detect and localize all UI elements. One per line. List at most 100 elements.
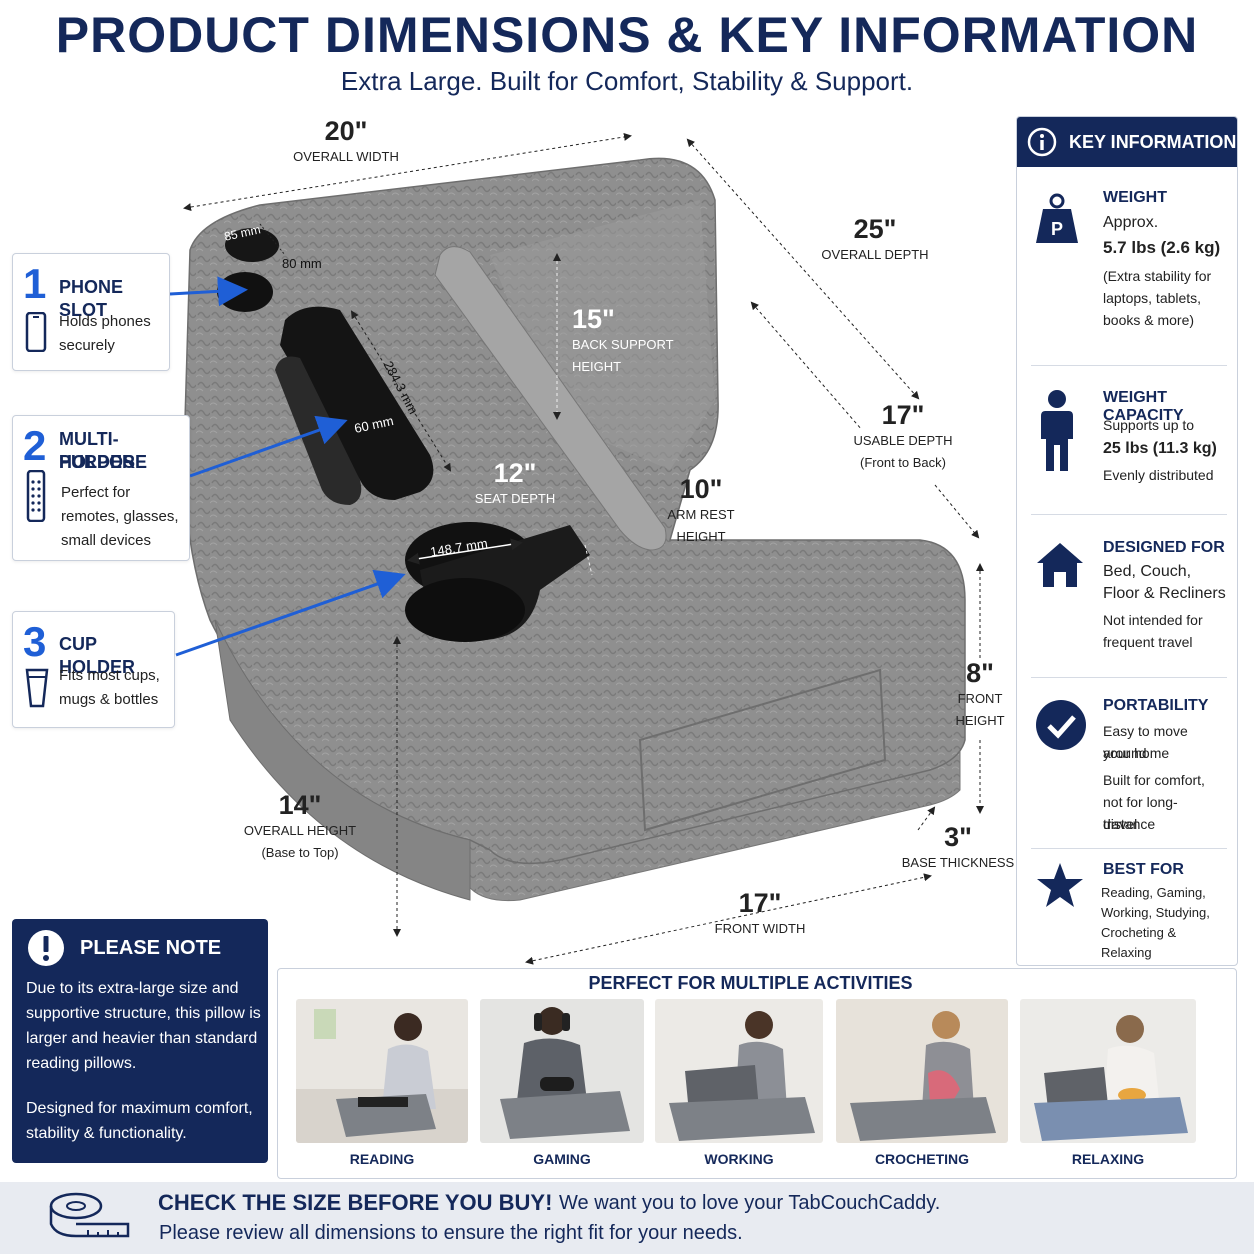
activities-title: PERFECT FOR MULTIPLE ACTIVITIES — [588, 973, 913, 993]
home-icon — [1035, 541, 1085, 594]
key-info-weight: P WEIGHT Approx. 5.7 lbs (2.6 kg) (Extra… — [1027, 187, 1227, 357]
dim-value: 25" — [853, 214, 897, 244]
dim-label: USABLE DEPTH — [853, 433, 953, 448]
working-photo — [655, 999, 823, 1143]
key-info-title: BEST FOR — [1103, 861, 1184, 878]
activity-label: WORKING — [704, 1151, 774, 1167]
dim-label: BASE THICKNESS — [901, 855, 1015, 870]
dim-label: FRONT — [957, 691, 1003, 706]
callout-title: HOLDER — [59, 452, 135, 472]
key-info-line: Floor & Recliners — [1103, 585, 1226, 602]
info-icon — [1027, 127, 1057, 157]
callout-desc-line: securely — [59, 337, 115, 354]
please-note-box: PLEASE NOTE Due to its extra-large size … — [12, 919, 268, 1163]
dim-label: OVERALL WIDTH — [293, 149, 399, 164]
checkmark-icon — [1035, 699, 1087, 756]
star-icon — [1035, 861, 1085, 914]
dim-label: BACK SUPPORT — [572, 337, 674, 352]
callout-desc-line: Perfect for — [61, 484, 131, 501]
dim-value: 12" — [493, 458, 537, 488]
activity-label: CROCHETING — [874, 1151, 970, 1167]
weight-icon-letter: P — [1051, 219, 1063, 239]
key-info-line: Working, Studying, — [1101, 905, 1210, 920]
dim-overall-height: 14" OVERALL HEIGHT (Base to Top) — [240, 790, 360, 864]
relaxing-photo — [1020, 999, 1196, 1143]
activity-label: READING — [349, 1151, 415, 1167]
activities-panel: PERFECT FOR MULTIPLE ACTIVITIES READING … — [277, 968, 1237, 1179]
callout-desc-line: mugs & bottles — [59, 691, 159, 708]
dim-back-support: 15" BACK SUPPORT HEIGHT — [572, 304, 682, 378]
key-info-line: Built for comfort, — [1103, 772, 1205, 788]
callout-desc-line: Fits most cups, — [59, 667, 160, 684]
key-info-line: frequent travel — [1103, 634, 1193, 650]
dim-base-thickness: 3" BASE THICKNESS — [900, 822, 1016, 874]
dim-label: SEAT DEPTH — [474, 491, 556, 506]
dim-overall-depth: 25" OVERALL DEPTH — [815, 214, 935, 266]
crocheting-photo — [836, 999, 1008, 1143]
dim-value: 10" — [679, 474, 723, 504]
dim-front-width: 17" FRONT WIDTH — [700, 888, 820, 940]
callout-phone-slot: 1 PHONE SLOT Holds phones securely — [12, 253, 170, 371]
weight-icon: P — [1035, 193, 1079, 250]
divider — [1031, 514, 1227, 515]
key-info-line: travel — [1103, 816, 1138, 832]
callout-title: CUP HOLDER — [59, 634, 135, 677]
dim-arm-rest: 10" ARM REST HEIGHT — [645, 474, 757, 548]
key-info-line: your home — [1103, 745, 1170, 761]
cup-icon — [25, 668, 49, 713]
pillow-illustration — [169, 133, 984, 965]
key-info-title: WEIGHT CAPACITY — [1103, 389, 1184, 424]
key-info-line: Bed, Couch, — [1103, 563, 1192, 580]
page-title: PRODUCT DIMENSIONS & KEY INFORMATION — [55, 7, 1199, 63]
dim-front-height: 8" FRONT HEIGHT — [945, 658, 1015, 732]
key-information-panel: KEY INFORMATION P WEIGHT Approx. 5.7 lbs… — [1016, 116, 1238, 966]
divider — [1031, 677, 1227, 678]
banner-line: We want you to love your TabCouchCaddy. — [559, 1192, 941, 1214]
key-info-line: Supports up to — [1103, 417, 1195, 433]
key-info-line: books & more) — [1103, 312, 1195, 328]
callout-number: 2 — [23, 422, 47, 469]
mm-phone-b: 80 mm — [282, 256, 322, 271]
key-info-line: laptops, tablets, — [1103, 290, 1202, 306]
bottom-banner: CHECK THE SIZE BEFORE YOU BUY! We want y… — [0, 1182, 1254, 1254]
dim-value: 15" — [572, 304, 615, 334]
key-info-line: Not intended for — [1103, 612, 1203, 628]
person-icon — [1035, 389, 1079, 476]
divider — [1031, 365, 1227, 366]
key-info-title: WEIGHT — [1103, 189, 1167, 206]
dim-value: 17" — [881, 400, 925, 430]
key-info-capacity: WEIGHT CAPACITY Supports up to 25 lbs (1… — [1027, 389, 1227, 519]
key-information-title: KEY INFORMATION — [1069, 132, 1237, 152]
dim-label: HEIGHT — [955, 713, 1005, 728]
dim-label: OVERALL DEPTH — [821, 247, 929, 262]
key-info-line: not for long-distance — [1103, 794, 1178, 832]
key-info-line: 25 lbs (11.3 kg) — [1103, 440, 1217, 457]
banner-headline: CHECK THE SIZE BEFORE YOU BUY! — [158, 1190, 553, 1215]
key-info-designed-for: DESIGNED FOR Bed, Couch, Floor & Recline… — [1027, 537, 1227, 677]
dim-value: 8" — [966, 658, 994, 688]
key-info-line: 5.7 lbs (2.6 kg) — [1103, 238, 1221, 257]
callout-number: 1 — [23, 260, 47, 307]
phone-icon — [25, 311, 47, 357]
callout-desc-line: small devices — [61, 532, 152, 549]
key-info-title: DESIGNED FOR — [1103, 539, 1225, 556]
key-info-line: (Extra stability for — [1103, 268, 1212, 284]
dim-label: FRONT WIDTH — [714, 921, 806, 936]
dim-value: 17" — [738, 888, 782, 918]
page-subtitle: Extra Large. Built for Comfort, Stabilit… — [340, 66, 914, 96]
key-info-portability: PORTABILITY Easy to move around your hom… — [1027, 695, 1227, 845]
exclamation-icon — [28, 930, 64, 966]
callout-title: MULTI-PURPOSE — [59, 429, 148, 472]
key-info-line: Crocheting & — [1101, 925, 1177, 940]
dim-value: 3" — [944, 822, 972, 852]
key-info-line: Easy to move around — [1103, 723, 1188, 761]
divider — [1031, 848, 1227, 849]
dim-label: HEIGHT — [572, 359, 622, 374]
remote-icon — [25, 469, 47, 527]
key-information-header: KEY INFORMATION — [1017, 117, 1237, 167]
dim-value: 20" — [324, 116, 368, 146]
please-note-text: Designed for maximum comfort, stability … — [26, 1100, 253, 1142]
dim-label: ARM REST HEIGHT — [667, 507, 735, 544]
measuring-tape-icon — [49, 1192, 130, 1238]
key-info-title: PORTABILITY — [1103, 697, 1209, 714]
